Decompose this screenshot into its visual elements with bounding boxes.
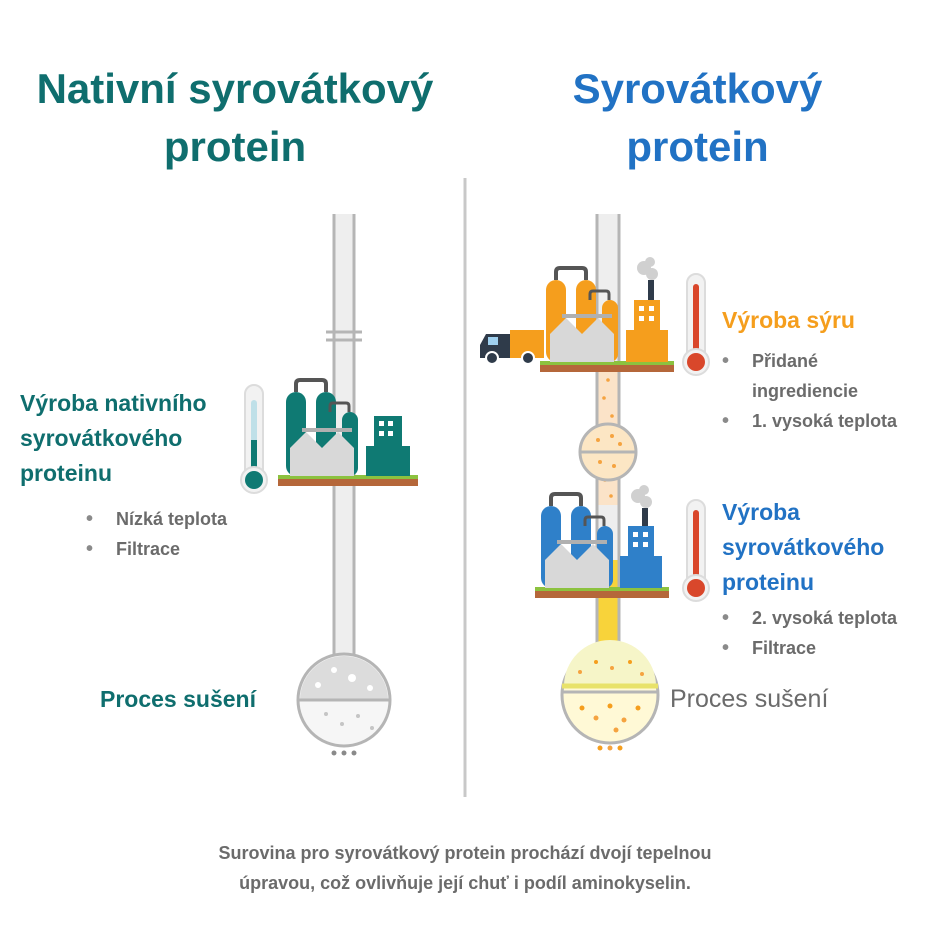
label-line: syrovátkového <box>722 534 885 560</box>
label-line: Výroba nativního <box>20 390 207 416</box>
cheese-production-label: Výroba sýru <box>722 307 855 333</box>
list-item: Přidané ingrediencie <box>722 346 897 406</box>
list-item: Filtrace <box>86 534 227 564</box>
native-whey-title: Nativní syrovátkový protein <box>0 60 470 176</box>
label-line: proteinu <box>20 460 112 486</box>
whey-title: Syrovátkový protein <box>465 60 930 176</box>
truck-icon <box>480 330 544 365</box>
cheese-process-list: Přidané ingrediencie 1. vysoká teplota <box>722 346 897 436</box>
whey-production-label: Výroba syrovátkového proteinu <box>722 495 884 600</box>
right-drying-label: Proces sušení <box>670 685 829 713</box>
native-production-label: Výroba nativního syrovátkového proteinu <box>20 386 207 491</box>
title-line: Syrovátkový <box>572 65 823 112</box>
label-line: syrovátkového <box>20 425 183 451</box>
drying-sphere-icon <box>296 652 392 756</box>
caption-line: Surovina pro syrovátkový protein procház… <box>218 843 712 863</box>
list-item: Filtrace <box>722 633 897 663</box>
caption: Surovina pro syrovátkový protein procház… <box>115 838 815 898</box>
cheese-factory-icon <box>540 257 674 372</box>
list-item: 2. vysoká teplota <box>722 603 897 633</box>
title-line: protein <box>626 123 769 170</box>
drying-sphere-icon <box>560 640 660 751</box>
title-line: protein <box>163 123 307 170</box>
factory-icon <box>278 378 418 486</box>
native-process-list: Nízká teplota Filtrace <box>86 504 227 564</box>
label-line: Výroba <box>722 499 800 525</box>
list-item: 1. vysoká teplota <box>722 406 897 436</box>
caption-line: úpravou, což ovlivňuje její chuť i podíl… <box>239 873 691 893</box>
label-line: proteinu <box>722 569 814 595</box>
thermometer-icon <box>682 499 710 602</box>
thermometer-icon <box>240 384 268 494</box>
whey-factory-icon <box>535 485 669 598</box>
list-item: Nízká teplota <box>86 504 227 534</box>
left-drying-label: Proces sušení <box>100 686 256 712</box>
whey-process-list: 2. vysoká teplota Filtrace <box>722 603 897 663</box>
intermediate-sphere-icon <box>578 422 638 482</box>
title-line: Nativní syrovátkový <box>36 65 434 112</box>
thermometer-icon <box>682 273 710 376</box>
